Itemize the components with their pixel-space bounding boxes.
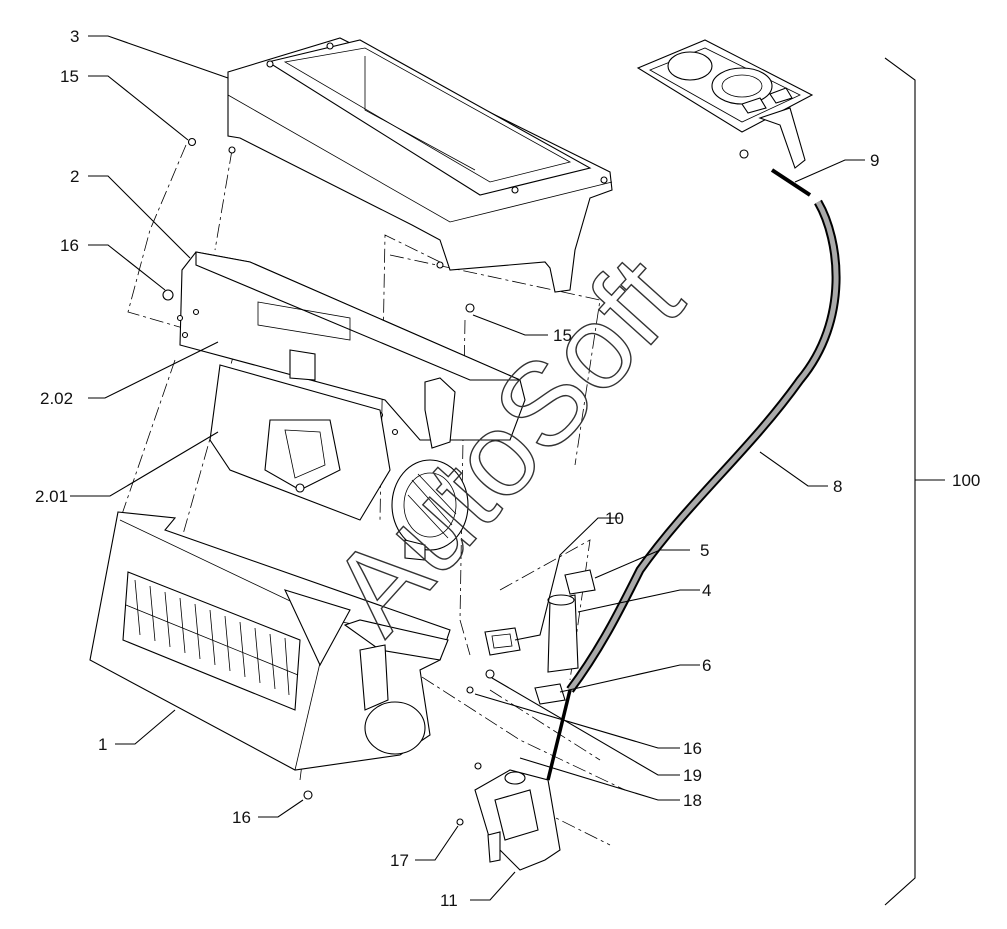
callout-8: 8	[833, 477, 842, 496]
callout-19: 19	[683, 766, 702, 785]
callout-9: 9	[870, 151, 879, 170]
small-parts-group	[465, 303, 596, 705]
callout-11: 11	[440, 891, 458, 910]
callout-100: 100	[952, 471, 980, 490]
callout-17: 17	[390, 851, 409, 870]
callout-16-right: 16	[683, 739, 702, 758]
callout-6: 6	[702, 656, 711, 675]
bracket-part-3	[227, 37, 613, 293]
grille-housing-part-1	[89, 511, 451, 771]
callout-18: 18	[683, 791, 702, 810]
control-cable-part-8	[546, 168, 841, 781]
control-panel-part-9	[636, 39, 814, 169]
callout-1: 1	[98, 735, 107, 754]
callout-16-top: 16	[60, 236, 79, 255]
water-valve-part-11	[162, 137, 561, 871]
callout-15-mid: 15	[553, 326, 572, 345]
callout-labels: 3 15 2 16 2.02 2.01 1 16 15 9 8 100 10 5…	[35, 27, 980, 910]
blower-motor-part-2-01	[209, 364, 469, 561]
callout-5: 5	[700, 541, 709, 560]
callout-2: 2	[70, 167, 79, 186]
callout-2-02: 2.02	[40, 389, 73, 408]
callout-3: 3	[70, 27, 79, 46]
callout-4: 4	[702, 581, 711, 600]
callout-15-top: 15	[60, 67, 79, 86]
callout-2-01: 2.01	[35, 487, 68, 506]
callout-16-bottom: 16	[232, 808, 251, 827]
callout-10: 10	[605, 509, 624, 528]
assembly-bracket	[884, 57, 916, 906]
heater-housing-part-2	[176, 251, 526, 449]
leader-lines	[70, 35, 865, 901]
